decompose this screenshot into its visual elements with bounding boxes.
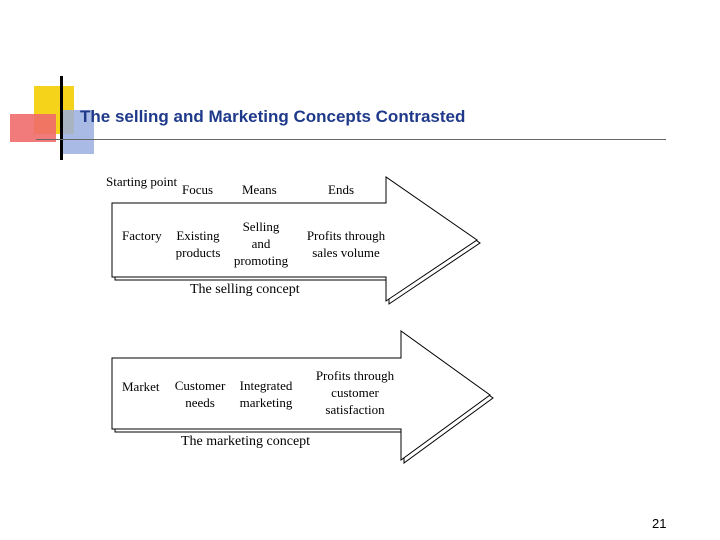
- selling-focus: Existing products: [168, 227, 228, 261]
- header-focus: Focus: [182, 182, 214, 197]
- marketing-arrow: [111, 330, 491, 461]
- marketing-ends-line: satisfaction: [325, 402, 385, 417]
- marketing-ends-line: Profits through: [315, 368, 395, 383]
- selling-means-line: promoting: [233, 253, 289, 268]
- selling-starting-point: Factory: [122, 228, 162, 243]
- selling-ends-line: sales volume: [312, 245, 380, 260]
- header-ends: Ends: [328, 182, 354, 197]
- horizontal-rule: [36, 139, 666, 140]
- selling-arrow: [111, 176, 478, 302]
- header-starting-point: Starting point: [106, 174, 178, 189]
- vertical-rule: [60, 76, 63, 160]
- slide-title: The selling and Marketing Concepts Contr…: [80, 107, 466, 126]
- marketing-concept-label: The marketing concept: [181, 434, 311, 449]
- blue-deco-block: [62, 110, 94, 154]
- selling-focus-line: products: [175, 245, 221, 260]
- page-number: 21: [652, 516, 667, 531]
- selling-means-line: Selling: [242, 219, 280, 234]
- marketing-ends: Profits through customer satisfaction: [305, 367, 405, 418]
- selling-means-line: and: [251, 236, 271, 251]
- marketing-starting-point: Market: [122, 379, 160, 394]
- selling-concept-label: The selling concept: [190, 282, 300, 297]
- marketing-means-line: Integrated: [239, 378, 293, 393]
- marketing-focus-line: needs: [185, 395, 215, 410]
- marketing-focus-line: Customer: [174, 378, 226, 393]
- marketing-means-line: marketing: [239, 395, 293, 410]
- marketing-ends-line: customer: [331, 385, 379, 400]
- header-means: Means: [242, 182, 277, 197]
- selling-ends-line: Profits through: [306, 228, 386, 243]
- selling-focus-line: Existing: [176, 228, 220, 243]
- marketing-focus: Customer needs: [168, 377, 232, 411]
- selling-ends: Profits through sales volume: [296, 227, 396, 261]
- selling-means: Selling and promoting: [226, 218, 296, 269]
- red-deco-block: [10, 114, 56, 142]
- marketing-means: Integrated marketing: [232, 377, 300, 411]
